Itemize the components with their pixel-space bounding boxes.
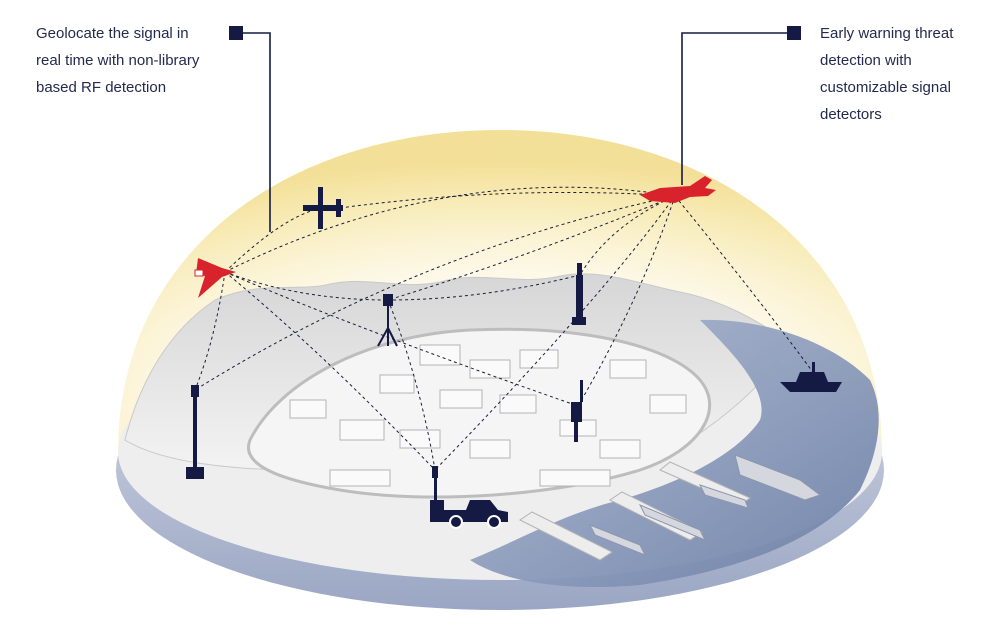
tripod-sensor-icon (377, 294, 398, 347)
patrol-boat-icon (780, 362, 842, 392)
callout-line: detectors (820, 106, 882, 123)
bay-water (470, 319, 879, 588)
callout-marker-right (787, 26, 801, 40)
pickup-truck-icon (430, 466, 508, 529)
warship-icon (588, 454, 822, 556)
callout-line: Early warning threat (820, 25, 954, 42)
fighter-jet-icon (640, 176, 716, 203)
fixed-wing-uav-icon (303, 187, 343, 229)
callout-leaders (236, 32, 794, 232)
callout-marker-left (229, 26, 243, 40)
callout-line: detection with (820, 52, 912, 69)
callout-line: Geolocate the signal in (36, 25, 189, 42)
callout-early-warning: Early warning threat detection with cust… (820, 20, 953, 128)
sensor-tower-icon (186, 263, 586, 479)
callout-line: based RF detection (36, 79, 167, 96)
callout-geolocate: Geolocate the signal in real time with n… (36, 20, 199, 101)
callout-line: customizable signal (820, 79, 951, 96)
callout-line: real time with non-library (36, 52, 200, 69)
drone-icon (194, 258, 236, 298)
base-perimeter (247, 327, 712, 499)
